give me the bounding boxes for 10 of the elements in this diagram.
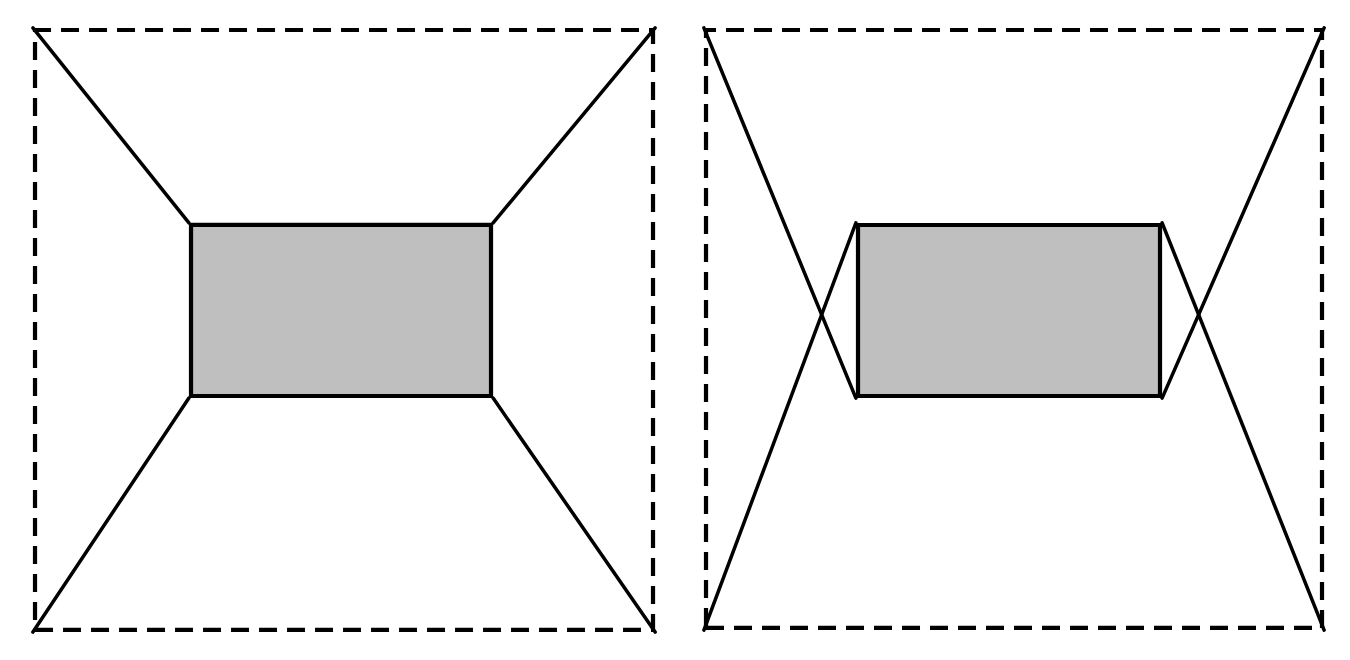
line [491, 26, 657, 225]
line [1160, 221, 1326, 632]
line [31, 396, 191, 634]
line [702, 26, 858, 400]
line [702, 221, 858, 632]
filled-rectangle [855, 222, 1163, 399]
line [31, 26, 191, 225]
filled-rectangle [188, 222, 494, 399]
line [491, 396, 657, 634]
line [1160, 26, 1326, 400]
